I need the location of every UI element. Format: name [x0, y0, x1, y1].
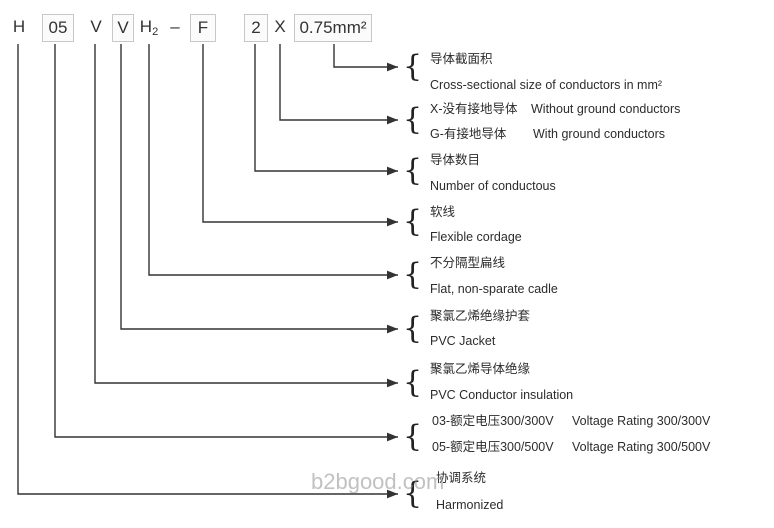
label-ground-cn: X-没有接地导体	[430, 102, 518, 116]
brace-harmonized: {	[403, 476, 423, 511]
brace-number: {	[403, 153, 423, 188]
label-insulation-cn: 聚氯乙烯导体绝缘	[430, 362, 531, 376]
brace-insulation: {	[403, 365, 423, 400]
label-harmonized-cn: 协调系统	[436, 471, 487, 485]
line-insulation	[94, 44, 398, 388]
line-size	[333, 44, 398, 72]
code-segment-h: H	[12, 17, 26, 36]
brace-flat: {	[403, 257, 423, 292]
label-jacket-cn: 聚氯乙烯绝缘护套	[430, 309, 531, 323]
label-ground-cn2: G-有接地导体	[430, 127, 507, 141]
code-segment-x: X	[274, 17, 286, 36]
label-flat-cn: 不分隔型扁线	[430, 256, 506, 270]
label-size-en: Cross-sectional size of conductors in mm…	[430, 78, 663, 92]
code-segment-dash: –	[170, 17, 180, 36]
code-segment-v1: V	[90, 17, 102, 36]
code-segment-size: 0.75mm²	[294, 14, 372, 42]
label-voltage-cn2: 05-额定电压300/500V	[432, 440, 554, 454]
code-segment-v2: V	[112, 14, 134, 42]
label-voltage-cn: 03-额定电压300/300V	[432, 414, 554, 428]
line-voltage	[54, 44, 398, 442]
label-flexible-cn: 软线	[430, 205, 456, 219]
line-number	[254, 44, 398, 176]
label-ground-en2: With ground conductors	[533, 127, 666, 141]
brace-jacket: {	[403, 311, 423, 346]
label-insulation-en: PVC Conductor insulation	[430, 388, 574, 402]
code-segment-2: 2	[244, 14, 268, 42]
code-segment-f: F	[190, 14, 216, 42]
line-flat	[148, 44, 398, 280]
brace-voltage: {	[403, 419, 423, 454]
brace-size: {	[403, 49, 423, 84]
line-harmonized	[17, 44, 398, 499]
line-ground	[279, 44, 398, 125]
label-number-en: Number of conductous	[430, 179, 556, 193]
code-segment-05: 05	[42, 14, 74, 42]
brace-flexible: {	[403, 204, 423, 239]
label-jacket-en: PVC Jacket	[430, 334, 496, 348]
label-harmonized-en: Harmonized	[436, 498, 504, 512]
label-number-cn: 导体数目	[430, 153, 481, 167]
label-flexible-en: Flexible cordage	[430, 230, 522, 244]
label-flat-en: Flat, non-sparate cadle	[430, 282, 558, 296]
code-segment-h2: H2	[139, 17, 159, 38]
watermark: b2bgood.com	[311, 469, 445, 494]
brace-ground: {	[403, 102, 423, 137]
label-voltage-en2: Voltage Rating 300/500V	[572, 440, 711, 454]
label-ground-en: Without ground conductors	[531, 102, 681, 116]
label-voltage-en: Voltage Rating 300/300V	[572, 414, 711, 428]
label-size-cn: 导体截面积	[430, 52, 493, 66]
line-jacket	[120, 44, 398, 334]
line-flexible	[202, 44, 398, 227]
